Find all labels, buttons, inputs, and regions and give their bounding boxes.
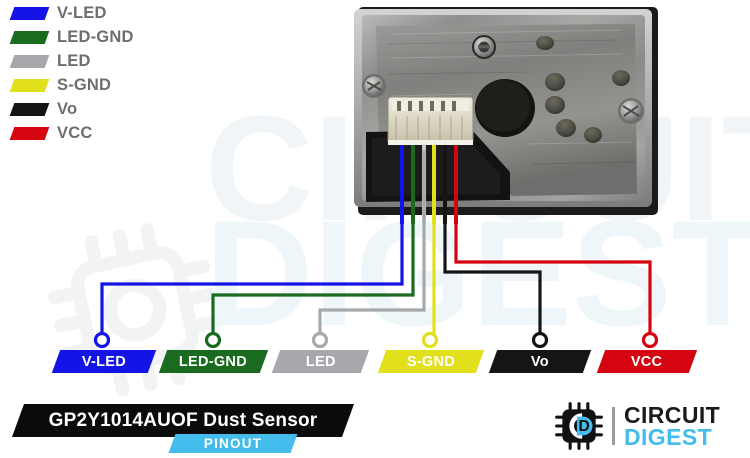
pin-label-text: Vo xyxy=(530,353,550,370)
pin-label-led[interactable]: LED xyxy=(271,350,370,373)
pin-node-led-gnd xyxy=(204,331,222,349)
logo-divider xyxy=(612,407,615,445)
wire-led xyxy=(318,150,426,334)
pin-node-vo xyxy=(531,331,549,349)
pin-label-text: LED-GND xyxy=(179,353,248,370)
legend-item: V-LED xyxy=(8,2,198,25)
legend-item: Vo xyxy=(8,98,198,121)
pin-label-v-led[interactable]: V-LED xyxy=(51,350,157,373)
logo-line-digest: DIGEST xyxy=(624,424,713,450)
pin-color-legend: V-LED LED-GND LED S-GND Vo VCC xyxy=(8,2,198,146)
legend-item-label: V-LED xyxy=(57,4,107,23)
logo-wordmark: CIRCUIT DIGEST xyxy=(624,401,721,450)
circuit-digest-logo[interactable]: D CIRCUIT DIGEST xyxy=(553,400,738,452)
pin-label-text: V-LED xyxy=(81,353,127,370)
pin-label-text: VCC xyxy=(631,353,663,370)
pin-label-vo[interactable]: Vo xyxy=(488,350,592,373)
legend-item-label: Vo xyxy=(57,100,78,119)
page-subtitle: PINOUT xyxy=(203,436,263,451)
wire-vcc xyxy=(454,150,652,334)
pin-label-text: S-GND xyxy=(406,353,456,370)
pin-node-vcc xyxy=(641,331,659,349)
wire-vo xyxy=(443,150,542,334)
legend-item: VCC xyxy=(8,122,198,145)
pin-label-text: LED xyxy=(305,353,336,370)
pin-label-s-gnd[interactable]: S-GND xyxy=(377,350,485,373)
legend-item: S-GND xyxy=(8,74,198,97)
legend-item-label: LED xyxy=(57,52,91,71)
page-title: GP2Y1014AUOF Dust Sensor xyxy=(48,409,318,431)
pin-node-led xyxy=(311,331,329,349)
legend-item-label: LED-GND xyxy=(57,28,134,47)
legend-item: LED-GND xyxy=(8,26,198,49)
legend-item-label: S-GND xyxy=(57,76,112,95)
chip-icon: D xyxy=(555,402,603,450)
legend-item: LED xyxy=(8,50,198,73)
wire-led-gnd xyxy=(211,150,415,334)
pin-node-s-gnd xyxy=(421,331,439,349)
pin-node-v-led xyxy=(93,331,111,349)
logo-line-circuit: CIRCUIT xyxy=(624,401,721,428)
gp2y1014auof-dust-sensor-photo xyxy=(354,7,658,224)
wire-v-led xyxy=(100,150,404,334)
legend-item-label: VCC xyxy=(57,124,93,143)
pin-label-led-gnd[interactable]: LED-GND xyxy=(158,350,269,373)
svg-text:D: D xyxy=(578,418,589,435)
pin-label-vcc[interactable]: VCC xyxy=(596,350,698,373)
